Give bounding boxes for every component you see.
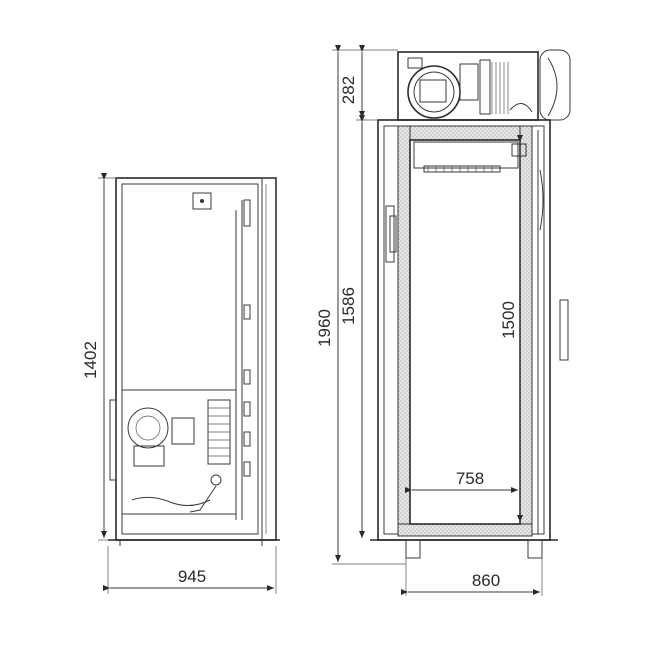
dim-left-height: 1402 [81,173,116,541]
compressor-icon [127,407,169,449]
left-foot [405,539,421,559]
dim-cabinet-height: 1586 [339,115,378,538]
dim-1500-label: 1500 [499,301,518,339]
top-refrigeration-unit [397,49,571,121]
dim-total-height: 1960 [315,45,406,565]
fan-motor-box [192,192,212,210]
dim-945-label: 945 [178,567,206,586]
side-door [261,177,277,541]
side-cabinet-outline [115,177,277,541]
door-handle [385,205,395,263]
evaporator-unit [413,141,527,173]
dim-inner-height: 1500 [499,135,523,522]
right-foot [527,539,543,559]
dim-top-unit-height: 282 [339,45,365,118]
dim-1960-label: 1960 [315,309,334,347]
front-view [370,49,571,559]
dim-inner-width: 758 [405,469,518,493]
dim-282-label: 282 [339,76,358,104]
dim-758-label: 758 [456,469,484,488]
dim-860-label: 860 [472,571,500,590]
insulation-walls [397,125,533,537]
compressor-compartment [121,389,237,515]
dim-1402-label: 1402 [81,341,100,379]
dim-1586-label: 1586 [339,287,358,325]
shelf-clips [243,304,251,477]
side-view [108,177,280,546]
dim-left-depth: 945 [103,546,277,594]
dim-front-width: 860 [401,558,543,596]
top-compressor-icon [407,65,461,119]
